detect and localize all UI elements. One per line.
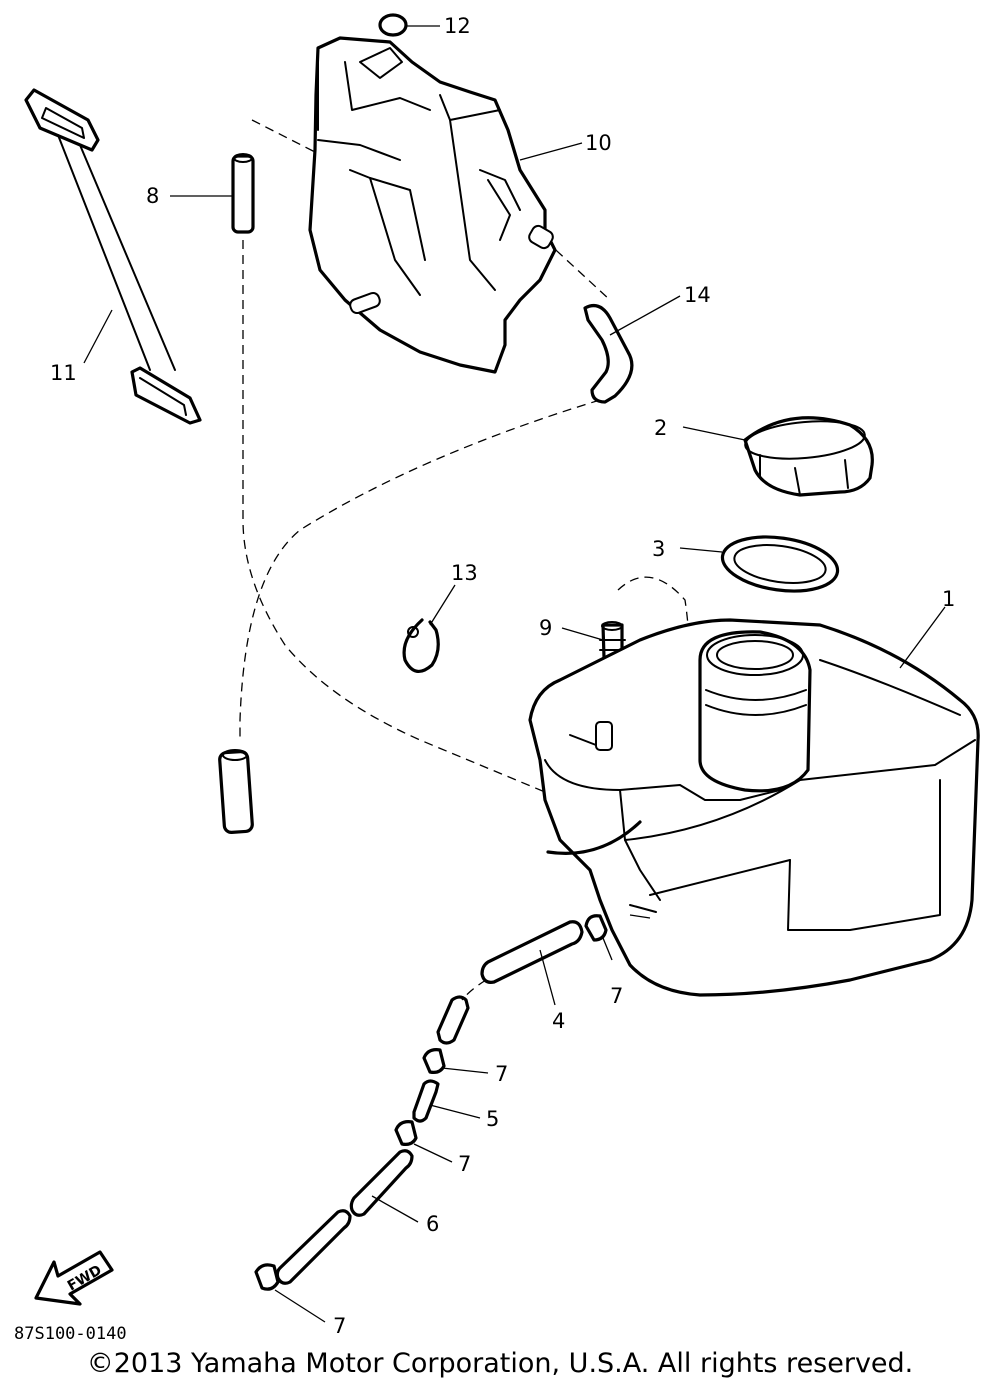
gasket-3-part [720, 535, 840, 593]
callout-12: 12 [444, 14, 471, 38]
clip-13-part [402, 618, 440, 673]
callout-6: 6 [426, 1212, 439, 1236]
callout-7-c: 7 [458, 1152, 471, 1176]
callout-13: 13 [451, 561, 478, 585]
reservoir-tank-part [308, 36, 557, 374]
callout-7-b: 7 [495, 1062, 508, 1086]
callout-5: 5 [486, 1107, 499, 1131]
callout-4: 4 [552, 1009, 565, 1033]
hose-4-part [436, 920, 584, 1045]
callout-9: 9 [539, 616, 552, 640]
callout-1: 1 [942, 587, 955, 611]
fuel-tank-1-part [528, 618, 980, 997]
drawing-code: 87S100-0140 [14, 1324, 127, 1340]
hose-lower-part [218, 749, 254, 835]
filler-cap-2-part [743, 416, 874, 497]
callout-14: 14 [684, 283, 711, 307]
leader-lines [83, 25, 946, 1323]
hose-8-part [231, 153, 255, 234]
fwd-arrow-icon: FWD [34, 1250, 114, 1306]
parts-diagram: FWD 12 10 8 14 11 2 3 13 9 1 4 7 7 5 [14, 13, 980, 1340]
callout-8: 8 [146, 184, 159, 208]
elbow-hose-14-part [583, 304, 634, 404]
joint-5-part [412, 1079, 440, 1123]
callout-7-a: 7 [610, 984, 623, 1008]
hose-6-part [275, 1149, 414, 1285]
callout-7-d: 7 [333, 1314, 346, 1338]
cap-12-part [378, 13, 408, 37]
callout-11: 11 [50, 361, 77, 385]
callout-3: 3 [652, 537, 665, 561]
clamp-7-parts [254, 914, 608, 1291]
copyright-notice: ©2013 Yamaha Motor Corporation, U.S.A. A… [86, 1348, 914, 1379]
callout-2: 2 [654, 416, 667, 440]
callout-10: 10 [585, 131, 612, 155]
callout-labels: 12 10 8 14 11 2 3 13 9 1 4 7 7 5 7 6 7 8… [14, 14, 955, 1340]
strap-part [24, 88, 202, 425]
